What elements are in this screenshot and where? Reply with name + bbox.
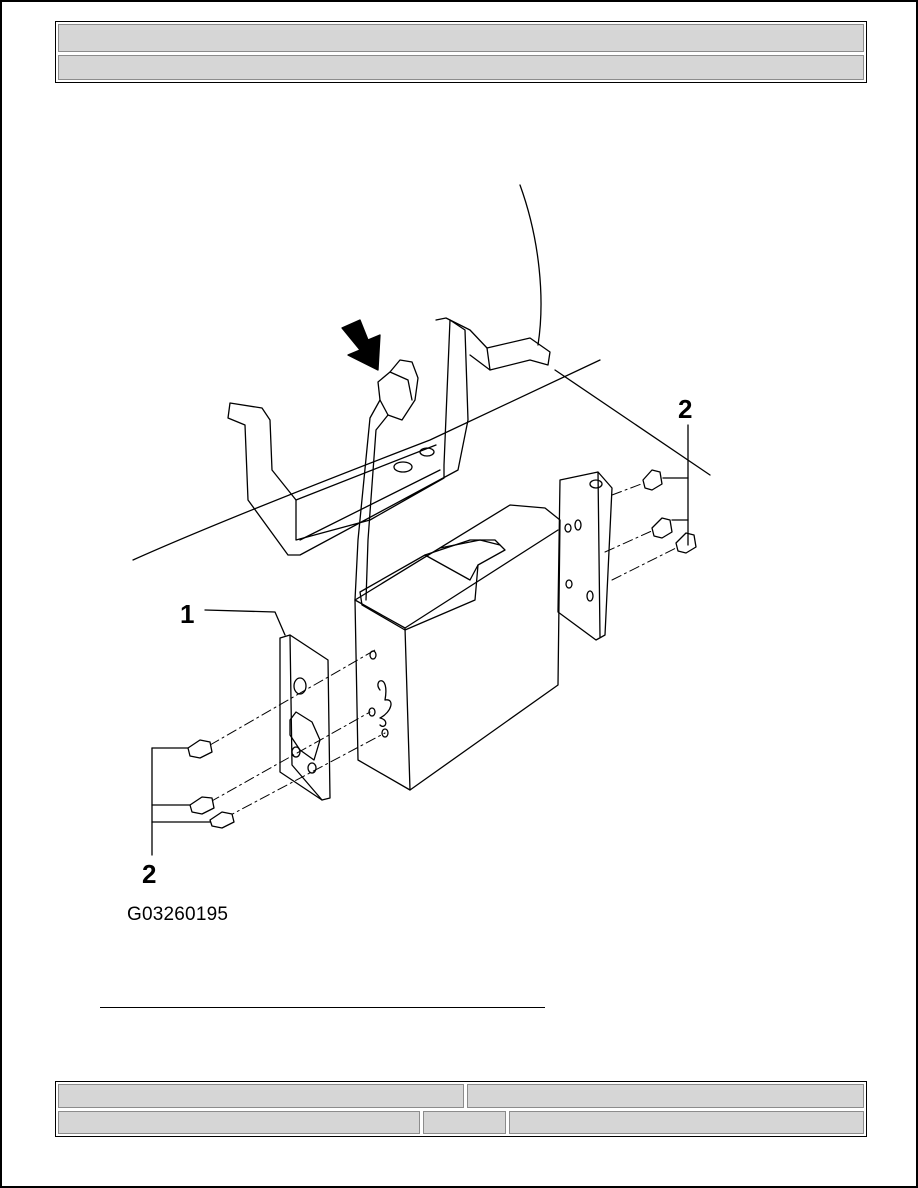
screw-icon	[187, 739, 235, 829]
footer-cell	[509, 1111, 864, 1134]
header-title-bar	[58, 24, 864, 52]
body-contour-line	[519, 184, 542, 346]
screw-icon	[642, 469, 697, 554]
left-mounting-plate	[279, 634, 331, 801]
callout-2-left: 2	[142, 859, 156, 889]
horizontal-rule	[100, 1007, 545, 1008]
connector	[354, 359, 419, 601]
footer-table	[55, 1081, 867, 1137]
arrow-icon	[341, 319, 381, 371]
control-unit	[354, 504, 573, 791]
footer-cell	[58, 1084, 464, 1108]
installation-diagram: 1 2 2	[132, 184, 711, 889]
body-contour-line	[554, 369, 711, 476]
right-mounting-plate	[557, 471, 613, 641]
callout-2-right: 2	[678, 394, 692, 424]
callout-1: 1	[180, 599, 194, 629]
footer-cell	[58, 1111, 420, 1134]
header-table	[55, 21, 867, 83]
figure-code: G03260195	[127, 904, 229, 925]
callout-leader	[204, 609, 286, 636]
body-contour-line	[132, 359, 601, 561]
header-subtitle-bar	[58, 55, 864, 80]
footer-cell	[423, 1111, 506, 1134]
footer-cell	[467, 1084, 864, 1108]
mounting-bracket	[227, 317, 551, 556]
